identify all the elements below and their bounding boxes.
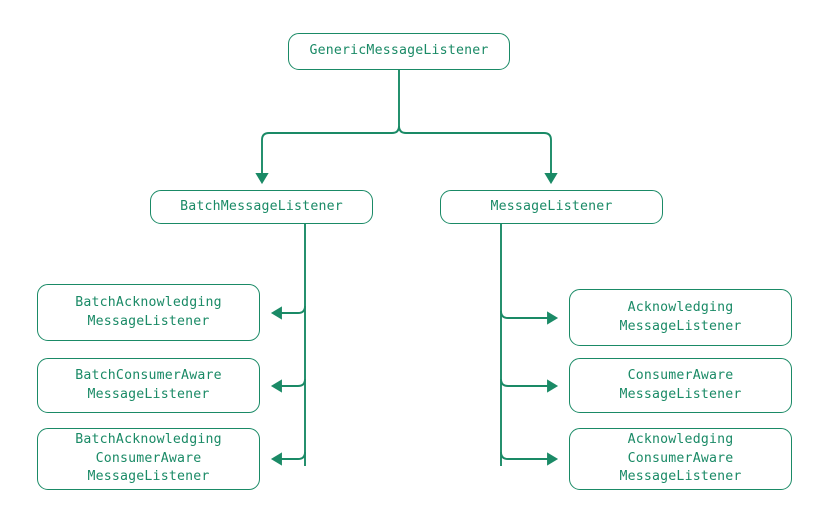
edge-message-to-child-1 xyxy=(500,310,559,325)
edge-batch-to-child-3 xyxy=(270,451,306,466)
node-batch-acknowledging-consumer-aware-message-listener[interactable]: BatchAcknowledging ConsumerAware Message… xyxy=(37,428,260,490)
node-batch-message-listener[interactable]: BatchMessageListener xyxy=(150,190,373,224)
edge-root-to-message xyxy=(398,125,558,185)
node-acknowledging-message-listener[interactable]: Acknowledging MessageListener xyxy=(569,289,792,346)
edge-batch-to-child-1 xyxy=(270,305,306,320)
edge-message-to-child-2 xyxy=(500,378,559,393)
node-generic-message-listener[interactable]: GenericMessageListener xyxy=(288,33,510,70)
node-acknowledging-consumer-aware-message-listener[interactable]: Acknowledging ConsumerAware MessageListe… xyxy=(569,428,792,490)
edge-root-to-batch xyxy=(255,70,400,185)
edge-batch-to-child-2 xyxy=(270,378,306,393)
edge-message-to-child-3 xyxy=(500,451,559,466)
node-message-listener[interactable]: MessageListener xyxy=(440,190,663,224)
node-batch-acknowledging-message-listener[interactable]: BatchAcknowledging MessageListener xyxy=(37,284,260,341)
node-consumer-aware-message-listener[interactable]: ConsumerAware MessageListener xyxy=(569,358,792,413)
node-batch-consumer-aware-message-listener[interactable]: BatchConsumerAware MessageListener xyxy=(37,358,260,413)
